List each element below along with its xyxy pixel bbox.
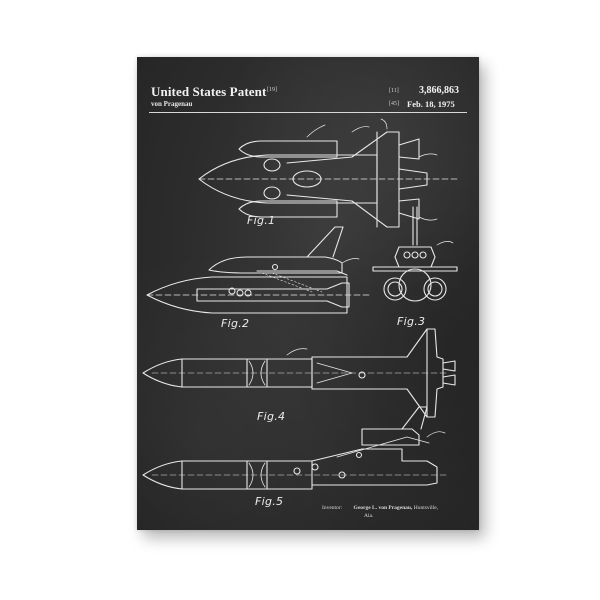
inventor-name: George L. von Pragenau, <box>353 505 413 511</box>
inventor-state: Ala. <box>364 513 374 519</box>
fig4-drawing <box>142 328 456 418</box>
patent-header: United States Patent [19] von Pragenau [… <box>137 57 479 117</box>
inventor-short: von Pragenau <box>151 100 193 108</box>
fig5-label: Fig.5 <box>255 495 284 508</box>
header-rule <box>149 112 467 113</box>
number-code: [11] <box>389 88 399 94</box>
patent-number: 3,866,863 <box>419 85 459 96</box>
fig1-label: Fig.1 <box>247 214 276 227</box>
inventor-label: Inventor: <box>322 505 343 511</box>
fig4-label: Fig.4 <box>257 410 286 423</box>
patent-drawings <box>142 118 458 490</box>
patent-footer: Inventor: George L. von Pragenau, Huntsv… <box>322 504 438 520</box>
patent-poster: United States Patent [19] von Pragenau [… <box>137 57 479 530</box>
fig3-label: Fig.3 <box>397 315 426 328</box>
fig2-drawing <box>146 226 370 314</box>
inventor-location: Huntsville, <box>413 505 439 511</box>
fig5-drawing <box>142 406 448 490</box>
fig2-label: Fig.2 <box>221 317 250 330</box>
patent-title: United States Patent <box>151 84 267 99</box>
fig3-drawing <box>372 206 458 302</box>
date-code: [45] <box>389 101 399 107</box>
patent-date: Feb. 18, 1975 <box>407 99 455 109</box>
fig1-drawing <box>198 118 458 228</box>
title-code: [19] <box>267 87 277 93</box>
